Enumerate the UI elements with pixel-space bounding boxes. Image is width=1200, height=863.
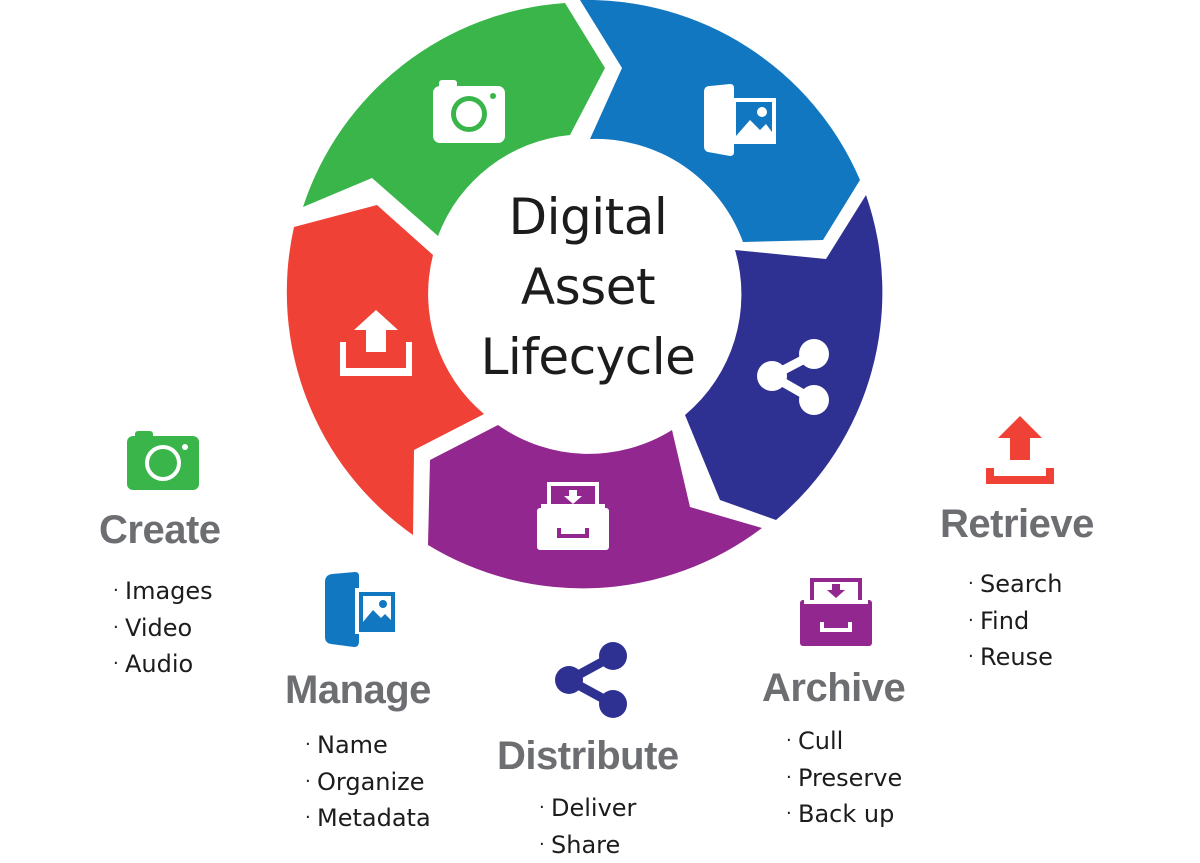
stage-heading: Archive xyxy=(762,666,906,710)
list-item: ·Cull xyxy=(786,727,844,755)
archive-drawer-icon xyxy=(800,578,872,646)
camera-icon xyxy=(433,80,505,143)
camera-icon xyxy=(127,431,199,490)
title-line-2: Asset xyxy=(520,258,656,316)
stage-heading: Create xyxy=(99,508,221,552)
list-item: ·Find xyxy=(968,606,1030,635)
stage-item-list: ·Search ·Find ·Reuse xyxy=(968,566,1062,676)
title-line-3: Lifecycle xyxy=(480,328,696,386)
share-icon xyxy=(555,642,627,718)
upload-tray-icon xyxy=(340,310,412,376)
archive-drawer-icon xyxy=(537,482,609,550)
list-item: ·Video xyxy=(113,613,193,642)
center-title: Digital Asset Lifecycle xyxy=(438,182,738,392)
list-item: ·Audio xyxy=(113,650,194,678)
stage-item-list: ·Name ·Organize ·Metadata xyxy=(305,727,431,837)
list-item: ·Reuse xyxy=(968,643,1053,671)
list-item: ·Name xyxy=(305,731,388,759)
list-item: ·Metadata xyxy=(305,804,431,832)
list-item: ·Images xyxy=(113,577,213,605)
stage-item-list: ·Cull ·Preserve ·Back up xyxy=(786,723,902,833)
stage-heading: Retrieve xyxy=(940,502,1094,546)
list-item: ·Preserve xyxy=(786,763,903,792)
upload-tray-icon xyxy=(986,416,1054,484)
list-item: ·Deliver xyxy=(539,794,637,822)
image-folder-icon xyxy=(704,84,776,156)
stage-item-list: ·Deliver ·Share xyxy=(539,790,636,863)
ring-segment-distribute xyxy=(685,195,883,520)
stage-item-list: ·Images ·Video ·Audio xyxy=(113,573,213,683)
image-folder-icon xyxy=(325,572,397,647)
stage-heading: Distribute xyxy=(497,734,679,778)
list-item: ·Share xyxy=(539,830,621,859)
list-item: ·Back up xyxy=(786,800,895,828)
list-item: ·Search xyxy=(968,570,1063,598)
stage-heading: Manage xyxy=(285,668,431,712)
list-item: ·Organize xyxy=(305,767,425,796)
title-line-1: Digital xyxy=(508,188,668,246)
share-icon xyxy=(757,339,829,415)
